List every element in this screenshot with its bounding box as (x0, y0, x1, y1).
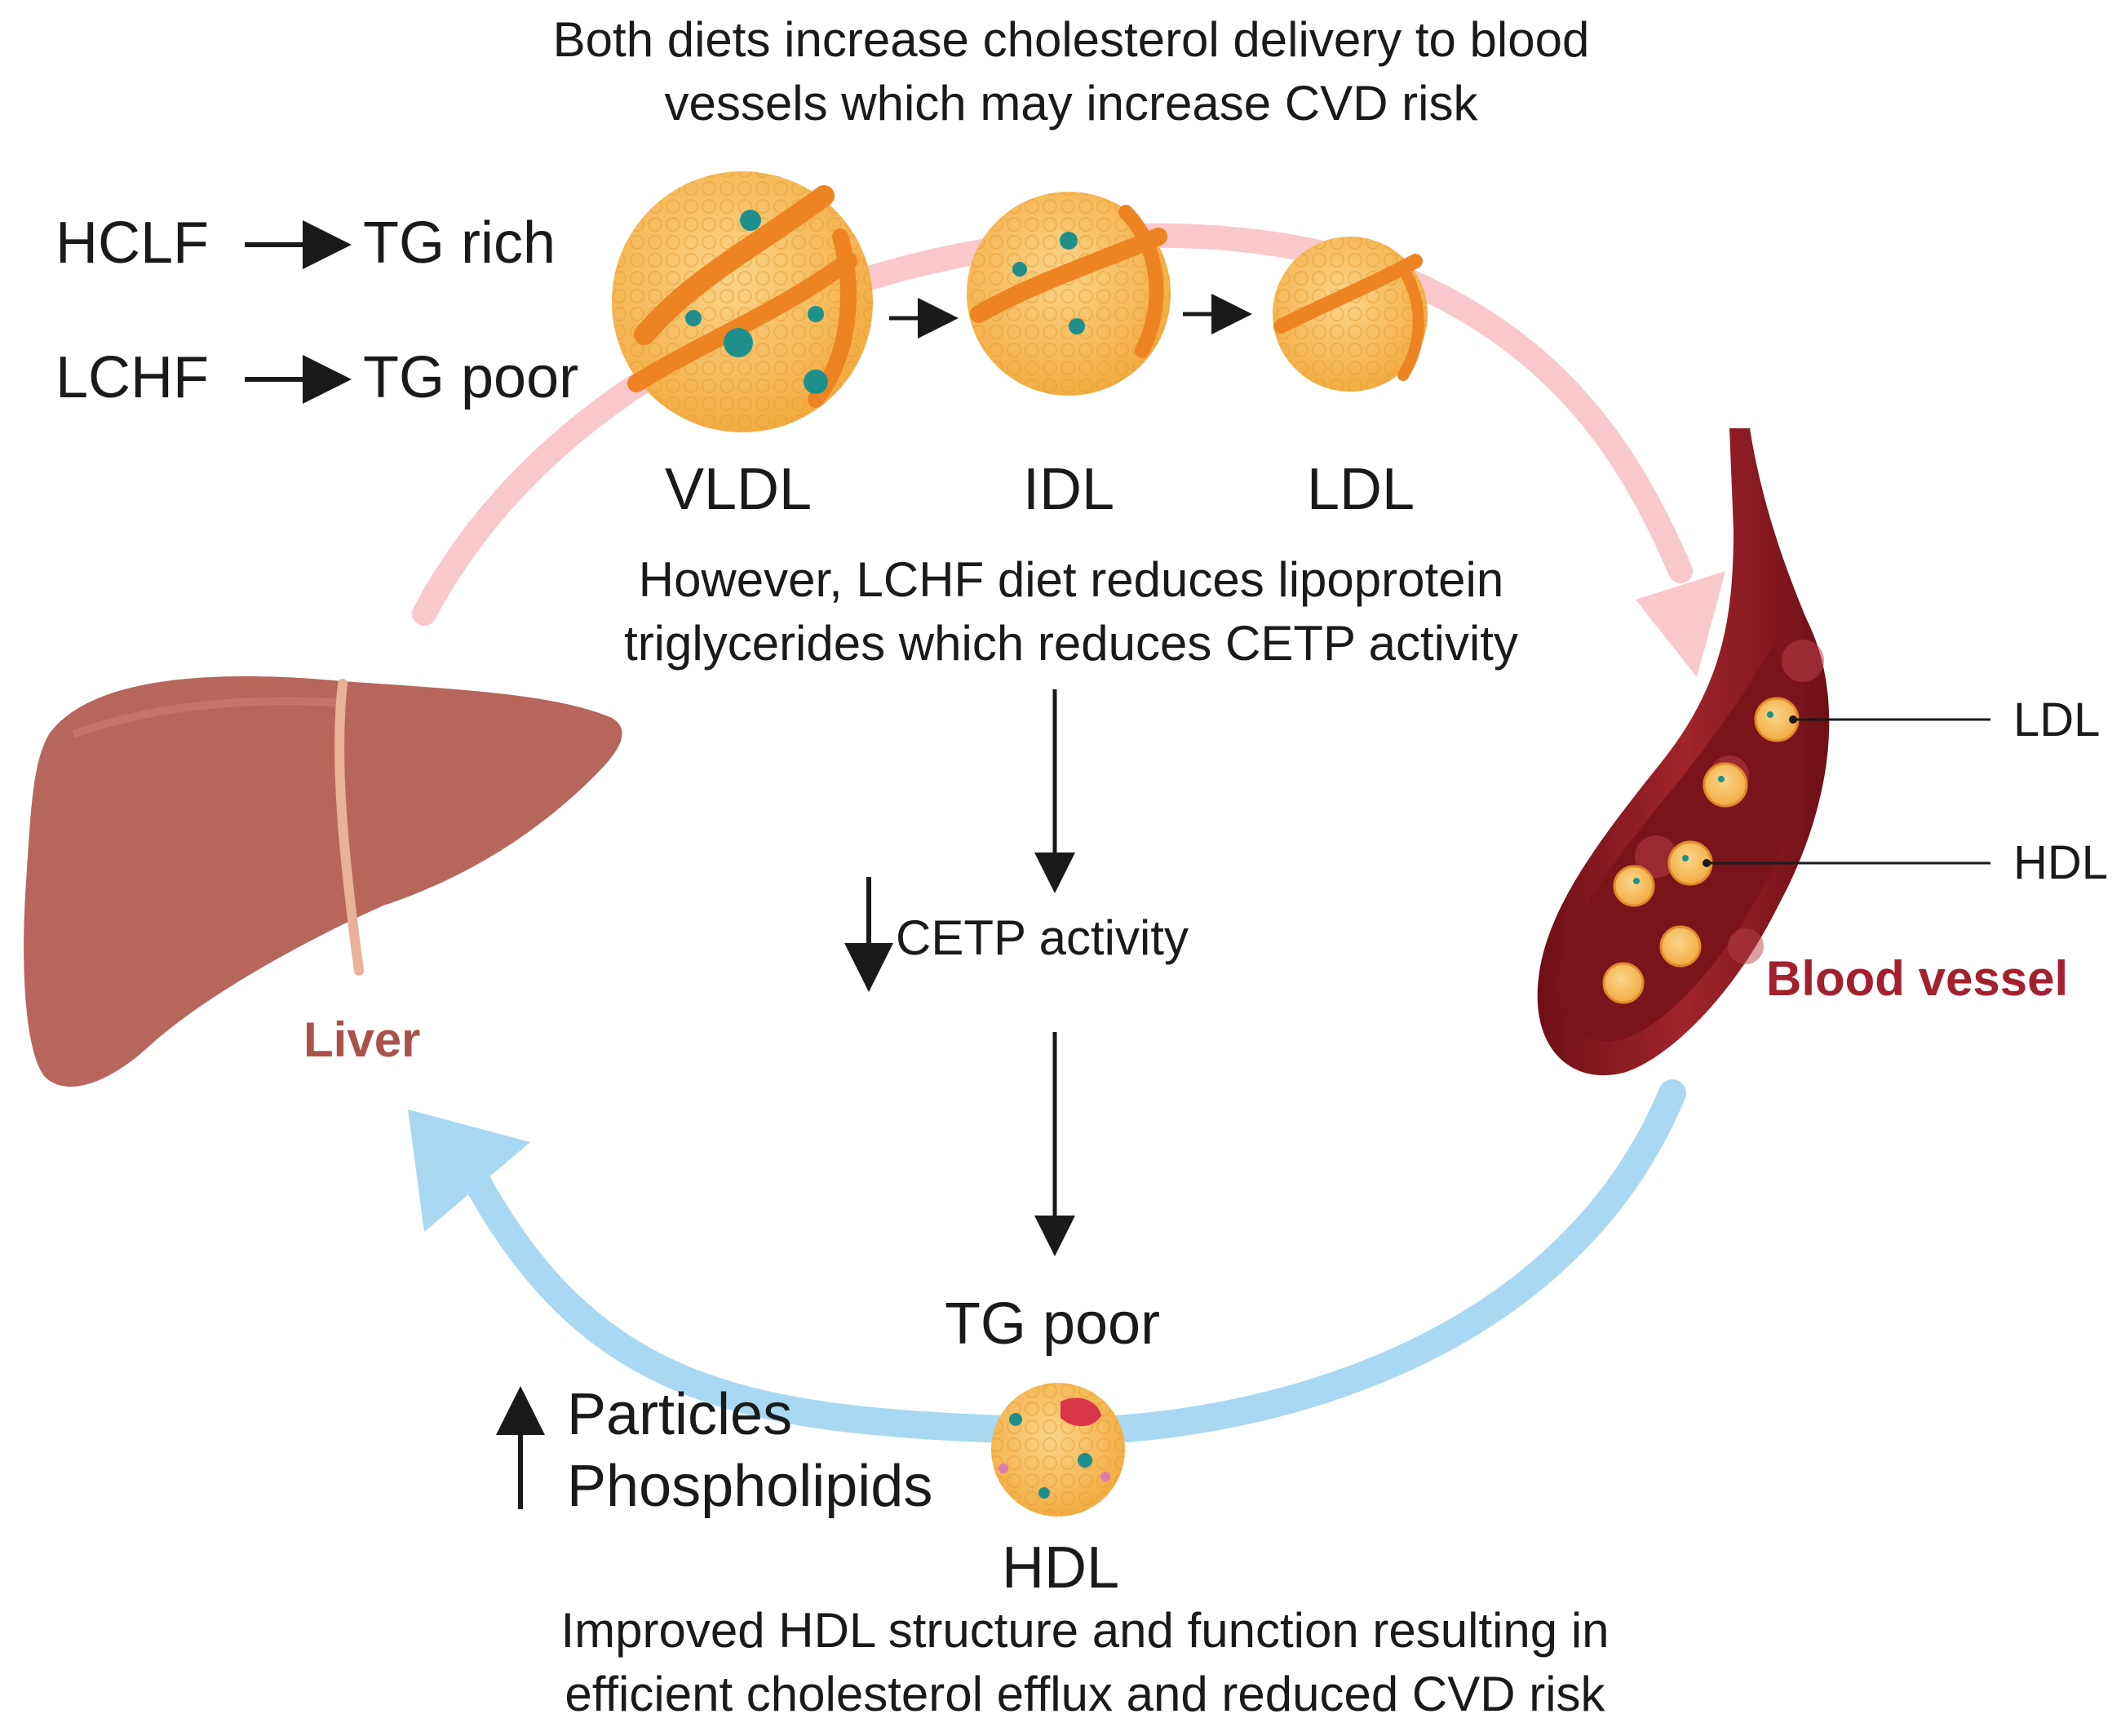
blood-vessel-illustration (1537, 428, 1990, 1076)
hdl-tg-poor-label: TG poor (944, 1291, 1161, 1357)
middle-caption-line2: triglycerides which reduces CETP activit… (624, 616, 1518, 671)
hdl-increase-list: Particles Phospholipids (567, 1379, 932, 1522)
vessel-ldl-label: LDL (2013, 693, 2101, 746)
diet-hclf-result: TG rich (363, 210, 556, 276)
top-caption-line2: vessels which may increase CVD risk (664, 76, 1478, 131)
diet-hclf: HCLF (55, 210, 210, 276)
liver-illustration (24, 675, 622, 1087)
middle-caption-line1: However, LCHF diet reduces lipoprotein (638, 552, 1504, 607)
cetp-activity-label: CETP activity (896, 910, 1189, 965)
top-caption-line1: Both diets increase cholesterol delivery… (552, 12, 1590, 67)
diet-lchf: LCHF (55, 345, 210, 410)
bottom-caption-line1: Improved HDL structure and function resu… (560, 1603, 1610, 1658)
hdl-increase-particles: Particles (567, 1382, 793, 1447)
diet-lchf-result: TG poor (363, 345, 579, 410)
liver-label: Liver (303, 1012, 421, 1067)
hdl-increase-phospholipids: Phospholipids (567, 1454, 933, 1519)
idl-particle (967, 192, 1171, 396)
vessel-particles (1602, 697, 1800, 1004)
vessel-hdl-label: HDL (2013, 836, 2109, 889)
middle-caption: However, LCHF diet reduces lipoprotein t… (624, 548, 1518, 675)
hdl-particle (991, 1383, 1125, 1517)
bottom-caption: Improved HDL structure and function resu… (560, 1599, 1609, 1726)
top-caption: Both diets increase cholesterol delivery… (553, 8, 1590, 135)
ldl-label: LDL (1306, 457, 1415, 522)
bottom-caption-line2: efficient cholesterol efflux and reduced… (565, 1667, 1605, 1721)
vldl-particle (612, 171, 873, 432)
hdl-label: HDL (1001, 1535, 1120, 1601)
ldl-particle (1273, 237, 1428, 392)
blood-vessel-label: Blood vessel (1766, 951, 2069, 1006)
vldl-label: VLDL (664, 457, 813, 522)
idl-label: IDL (1022, 457, 1115, 522)
